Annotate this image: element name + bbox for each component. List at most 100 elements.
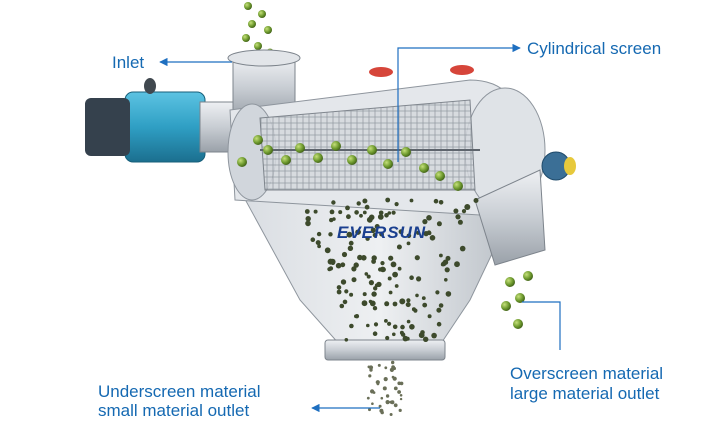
underscreen-particle xyxy=(438,303,444,308)
discharge-particle xyxy=(399,381,404,386)
underscreen-particle xyxy=(310,237,316,242)
underscreen-particle xyxy=(405,336,410,341)
underscreen-particle xyxy=(400,324,405,330)
underscreen-particle xyxy=(364,204,370,210)
underscreen-particle xyxy=(473,198,479,203)
discharge-particle xyxy=(393,403,398,408)
underscreen-particle xyxy=(357,254,363,261)
discharge-particle xyxy=(384,366,388,370)
discharge-particle xyxy=(382,386,387,391)
underscreen-particle xyxy=(444,267,450,273)
underscreen-particle xyxy=(344,289,349,294)
underscreen-particle xyxy=(336,289,342,295)
label-underscreen-line1: Underscreen material xyxy=(98,382,261,401)
discharge-particle xyxy=(390,400,395,405)
discharge-particle xyxy=(378,404,382,408)
underscreen-particle xyxy=(366,274,371,279)
underscreen-particle xyxy=(338,210,343,215)
discharge-particle xyxy=(398,408,402,412)
underscreen-particle xyxy=(372,232,378,238)
underscreen-particle xyxy=(356,201,361,206)
underscreen-particle xyxy=(445,255,451,261)
underscreen-particle xyxy=(418,332,425,339)
underscreen-particle xyxy=(445,291,452,297)
label-cylindrical-screen: Cylindrical screen xyxy=(527,39,662,58)
underscreen-particle xyxy=(457,219,463,225)
underscreen-particle xyxy=(384,319,388,323)
underscreen-particle xyxy=(398,229,404,235)
underscreen-particle xyxy=(305,220,311,227)
underscreen-particle xyxy=(371,291,377,297)
underscreen-particle xyxy=(335,262,342,269)
underscreen-particle xyxy=(409,324,415,330)
underscreen-particle xyxy=(385,197,391,203)
inlet-flange xyxy=(227,49,301,67)
underscreen-particle xyxy=(421,296,426,300)
underscreen-particle xyxy=(361,300,368,307)
underscreen-particle xyxy=(391,210,396,215)
underscreen-particle xyxy=(361,254,367,261)
label-overscreen-line2: large material outlet xyxy=(510,384,660,403)
underscreen-particle xyxy=(373,286,378,291)
underscreen-particle xyxy=(345,205,350,211)
underscreen-particle xyxy=(392,271,398,278)
underscreen-particle xyxy=(372,331,378,337)
underscreen-particle xyxy=(346,214,351,220)
discharge-particle xyxy=(367,365,371,369)
underscreen-particle xyxy=(377,214,384,220)
underscreen-particle xyxy=(436,307,442,313)
underscreen-particle xyxy=(406,319,411,324)
underscreen-particle xyxy=(439,253,443,258)
discharge-particle xyxy=(391,360,395,365)
vent-right xyxy=(450,65,474,75)
discharge-particle xyxy=(385,394,390,398)
discharge-particle xyxy=(399,394,403,397)
underscreen-particle xyxy=(341,251,348,258)
underscreen-particle xyxy=(459,245,466,252)
underscreen-particle xyxy=(305,216,311,222)
underscreen-particle xyxy=(372,306,378,311)
underscreen-particle xyxy=(356,229,362,235)
underscreen-particle xyxy=(365,236,370,241)
underscreen-particle xyxy=(328,232,333,237)
underscreen-particle xyxy=(362,210,367,215)
underscreen-particle xyxy=(390,261,397,268)
underscreen-particle xyxy=(371,255,377,261)
underscreen-particle xyxy=(440,262,445,267)
discharge-particle xyxy=(368,408,371,412)
discharge-particle xyxy=(377,363,381,367)
underscreen-particle xyxy=(344,338,349,342)
discharge-particle xyxy=(385,400,390,405)
underscreen-particle xyxy=(362,198,368,204)
underscreen-particle xyxy=(351,277,357,283)
underscreen-particle xyxy=(405,302,411,308)
underscreen-particle xyxy=(409,198,414,203)
underscreen-particle xyxy=(464,204,471,210)
discharge-particle xyxy=(391,375,395,379)
underscreen-particle xyxy=(354,314,360,319)
underscreen-particle xyxy=(354,210,359,215)
underscreen-particle xyxy=(406,298,411,303)
underscreen-particle xyxy=(461,209,467,214)
label-inlet: Inlet xyxy=(112,53,145,72)
motor xyxy=(85,78,236,163)
underscreen-particle xyxy=(359,213,363,218)
underscreen-particle xyxy=(416,276,422,282)
underscreen-particle xyxy=(392,332,396,337)
underscreen-particle xyxy=(394,202,399,207)
underscreen-particle xyxy=(406,241,411,246)
underscreen-particle xyxy=(435,290,440,295)
discharge-particle xyxy=(389,413,393,416)
underscreen-particle xyxy=(388,290,393,295)
underscreen-particle xyxy=(433,198,439,204)
screen-particles xyxy=(237,135,463,191)
underscreen-particle xyxy=(366,323,370,328)
discharge-particle xyxy=(393,386,398,391)
discharge-particle xyxy=(383,377,388,382)
overscreen-particles xyxy=(501,271,533,329)
discharge-particle xyxy=(375,380,380,385)
underscreen-particles xyxy=(304,197,479,342)
underscreen-particle xyxy=(396,244,402,250)
underscreen-particle xyxy=(427,314,432,319)
